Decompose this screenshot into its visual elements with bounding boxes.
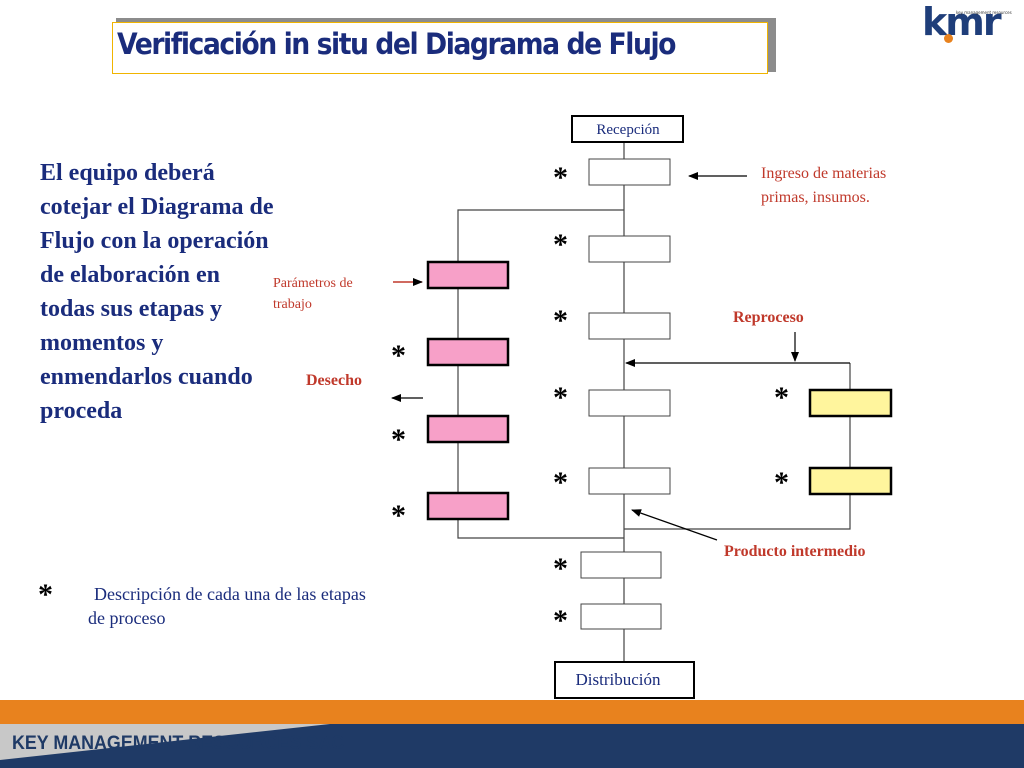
logo-wordmark: kmr	[922, 0, 1002, 44]
step-marker: *	[553, 381, 568, 414]
left-branch-line	[457, 209, 624, 539]
desecho-label: Desecho	[306, 372, 362, 389]
legend-text: Descripción de cada una de las etapas de…	[88, 584, 366, 628]
producto-intermedio-label: Producto intermedio	[724, 543, 865, 560]
process-step-box	[588, 312, 671, 340]
kmr-logo: kmr key management resources	[922, 0, 1014, 48]
start-label: Recepción	[596, 122, 660, 138]
logo-dot-icon	[944, 34, 953, 43]
step-marker: *	[391, 423, 406, 456]
title-box: Verificación in situ del Diagrama de Flu…	[112, 22, 768, 74]
pink-step-box	[426, 260, 510, 290]
intro-text: El equipo deberá cotejar el Diagrama de …	[40, 160, 274, 424]
step-marker: *	[553, 604, 568, 637]
yellow-step-box	[808, 388, 893, 418]
step-marker: *	[553, 552, 568, 585]
process-step-box	[588, 467, 671, 495]
end-box	[554, 661, 695, 699]
start-box	[571, 115, 684, 143]
end-label: Distribución	[576, 670, 661, 689]
parametros-label-line2: trabajo	[273, 297, 312, 312]
process-step-box	[580, 551, 662, 579]
ingreso-label-line1: Ingreso de materias	[761, 165, 886, 182]
step-marker: *	[774, 381, 789, 414]
process-step-box	[588, 389, 671, 417]
parametros-label-line1: Parámetros de	[273, 276, 353, 291]
step-marker: *	[553, 161, 568, 194]
pink-step-box	[426, 337, 510, 367]
legend-star: *	[38, 578, 53, 611]
right-branch-line	[624, 363, 851, 530]
step-marker: *	[553, 304, 568, 337]
producto-intermedio-arrow	[631, 509, 718, 541]
page-title: Verificación in situ del Diagrama de Flu…	[117, 27, 676, 61]
footer-gray-wedge	[0, 724, 330, 760]
reproceso-label: Reproceso	[733, 309, 804, 326]
step-marker: *	[391, 499, 406, 532]
pink-step-box	[426, 414, 510, 444]
title-frame: Verificación in situ del Diagrama de Flu…	[112, 18, 776, 76]
footer-orange-band	[0, 700, 1024, 724]
pink-step-box	[426, 491, 510, 521]
ingreso-label-line2: primas, insumos.	[761, 189, 870, 206]
footer-company-name: KEY MANAGEMENT RESOURCES SAC	[12, 733, 345, 754]
step-marker: *	[774, 466, 789, 499]
yellow-step-box	[808, 466, 893, 496]
step-marker: *	[391, 339, 406, 372]
flow-diagram: Recepción Distribución Ingreso de materi…	[273, 115, 893, 699]
logo-tagline: key management resources	[956, 10, 1012, 15]
process-step-box	[588, 158, 671, 186]
process-step-box	[580, 603, 662, 630]
step-marker: *	[553, 466, 568, 499]
process-step-box	[588, 235, 671, 263]
step-marker: *	[553, 228, 568, 261]
